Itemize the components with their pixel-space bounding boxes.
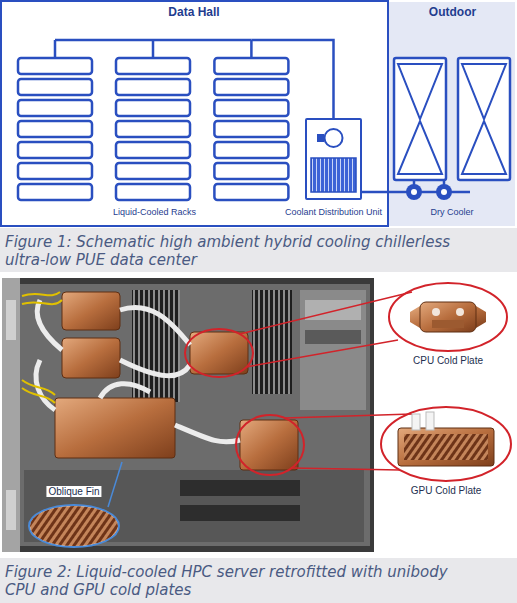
coolant-pipe: [362, 191, 390, 194]
ellipse-outline: [388, 282, 508, 352]
pcie-slot: [180, 505, 300, 521]
server-photo: [2, 278, 374, 552]
leader-line: [240, 292, 412, 470]
coolant-tubes: [36, 300, 240, 442]
dry-cooler: Dry Cooler: [390, 56, 514, 204]
ellipse-outline: [380, 406, 512, 482]
callout-ellipse-outline: [381, 407, 511, 481]
figure-caption: Figure 1: Schematic high ambient hybrid …: [5, 233, 467, 269]
tube-fitting: [412, 414, 420, 430]
fitting-port: [432, 308, 440, 316]
cold-plate: [62, 292, 120, 330]
cold-plate-ear: [410, 306, 486, 328]
component-label: Coolant Distribution Unit: [285, 207, 382, 217]
gpu-cold-plate: [55, 398, 175, 458]
cooler-unit: [394, 58, 446, 180]
schematic-panel: [0, 0, 517, 228]
highlight-ring: [185, 329, 253, 377]
pump-hub: [441, 189, 447, 195]
callout-label: Oblique Fin: [46, 486, 101, 497]
fitting-port: [456, 308, 464, 316]
pump: [406, 184, 422, 200]
front-panel: [2, 278, 20, 552]
data-hall-region: Data HallLiquid-Cooled RacksCoolant Dist…: [0, 0, 388, 228]
outdoor-fill: [389, 2, 515, 226]
cold-plate: [190, 332, 248, 374]
cold-plate: [62, 338, 120, 378]
cooler-unit: [458, 58, 510, 180]
pump: [436, 184, 452, 200]
rack-manifold: [55, 40, 251, 57]
data-hall-frame: [1, 1, 388, 226]
chassis: [2, 278, 374, 552]
tube-fitting: [426, 412, 434, 430]
server-rack: [18, 58, 92, 200]
oblique-fin-image: [28, 504, 120, 548]
region-title: Data Hall: [168, 5, 219, 19]
ellipse-outline: [28, 504, 120, 548]
component-label: Liquid-Cooled Racks: [113, 207, 196, 217]
memory-slots: [252, 290, 292, 394]
power-unit-detail: [305, 300, 361, 320]
figure-caption: Figure 2: Liquid-cooled HPC server retro…: [5, 563, 467, 599]
coolant-distribution-unit: Coolant Distribution Unit: [305, 118, 362, 200]
cooler-pipe: [390, 180, 470, 192]
pcie-slot: [180, 480, 300, 496]
power-unit-detail: [305, 330, 361, 344]
motherboard: [20, 284, 370, 546]
coolant-pipe: [251, 40, 333, 118]
callout-label: CPU Cold Plate: [411, 355, 485, 366]
callout-ellipse: GPU Cold Plate: [380, 406, 512, 482]
region-title: Outdoor: [429, 5, 476, 19]
pump-motor: [325, 129, 343, 147]
cpu-cold-plate-image: [420, 302, 476, 332]
pump-motor-shaft: [317, 134, 324, 142]
callout-ellipse-outline: [389, 283, 507, 351]
callout-ellipse-outline: [29, 505, 119, 547]
power-unit: [300, 290, 366, 410]
cold-plate-rib: [432, 320, 464, 328]
rack-group: Liquid-Cooled Racks: [12, 40, 297, 204]
callout-label: GPU Cold Plate: [409, 485, 484, 496]
handle: [6, 300, 16, 340]
photo-panel: [0, 272, 517, 558]
pump-hub: [411, 189, 417, 195]
fin-array: [404, 434, 488, 460]
server-rack: [214, 58, 288, 200]
power-wires: [22, 292, 62, 403]
outdoor-region: OutdoorDry Cooler: [388, 0, 517, 228]
leader-line: [108, 462, 122, 507]
server-rack: [116, 58, 190, 200]
heat-exchanger: [311, 158, 356, 192]
callout-ellipse: CPU Cold Plate: [388, 282, 508, 352]
component-label: Dry Cooler: [430, 207, 473, 217]
handle: [6, 490, 16, 530]
gpu-cold-plate: [240, 420, 298, 470]
callout-ellipse: Oblique Fin: [28, 504, 120, 548]
highlight-ring: [236, 415, 304, 475]
cooler-coil: [398, 64, 506, 174]
gpu-cold-plate-image: [398, 428, 494, 466]
